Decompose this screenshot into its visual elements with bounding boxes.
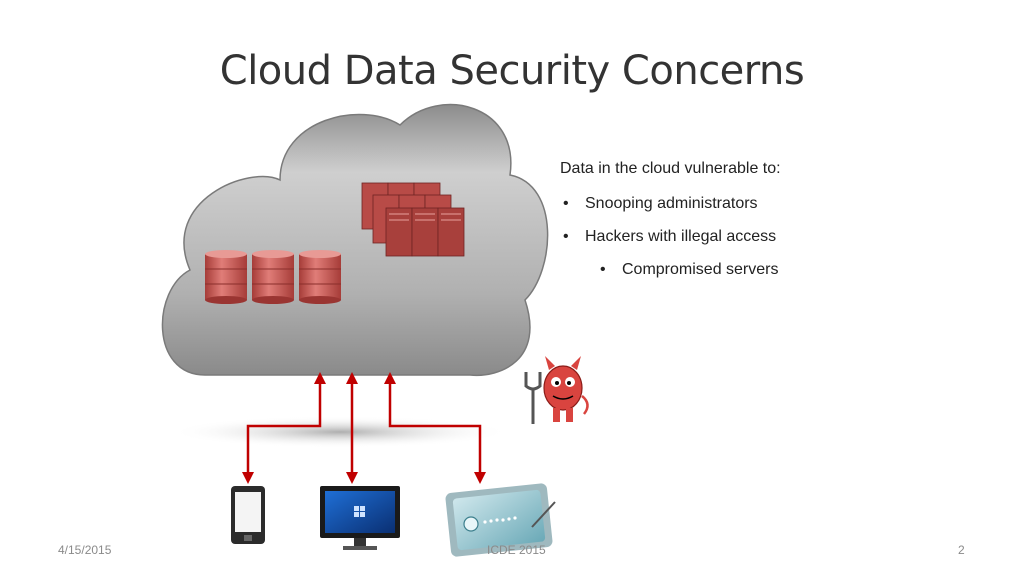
bullet-text: Snooping administrators (585, 195, 758, 212)
footer-conference: ICDE 2015 (487, 543, 546, 557)
tablet-icon (445, 483, 556, 557)
bullet-intro: Data in the cloud vulnerable to: (560, 160, 781, 177)
monitor-icon (320, 486, 400, 550)
smartphone-icon (231, 486, 265, 544)
footer-date: 4/15/2015 (58, 543, 112, 557)
bullet-subitem: • Compromised servers (600, 261, 1000, 279)
arrow-heads (242, 372, 486, 484)
bullet-list: Data in the cloud vulnerable to: • Snoop… (560, 160, 1000, 294)
bullet-marker: • (563, 195, 569, 212)
server-rack-icon (361, 182, 465, 257)
database-icon (205, 250, 341, 304)
cloud-icon (161, 103, 549, 377)
cloud-shadow (170, 416, 510, 448)
bullet-text: Hackers with illegal access (585, 228, 777, 245)
slide-title: Cloud Data Security Concerns (219, 48, 805, 94)
page-number: 2 (958, 543, 965, 557)
bullet-text: Compromised servers (622, 261, 779, 278)
bullet-marker: • (600, 261, 606, 278)
bullet-item: • Hackers with illegal access (563, 228, 1000, 246)
devil-icon (524, 356, 589, 424)
bullet-marker: • (563, 228, 569, 245)
connector-arrows (246, 380, 482, 476)
bullet-item: • Snooping administrators (563, 195, 1000, 213)
